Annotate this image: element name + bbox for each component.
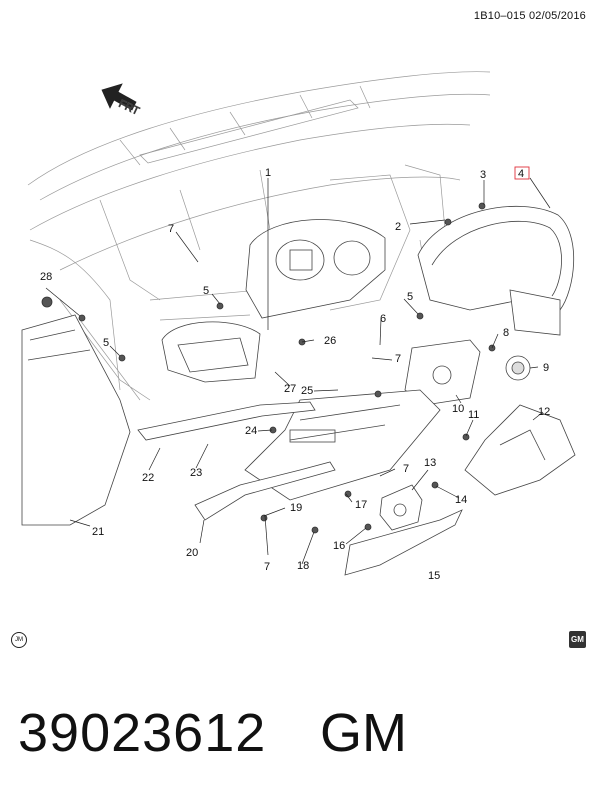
dashboard-frame <box>27 71 491 401</box>
callout-27: 27 <box>284 383 296 395</box>
callout-20: 20 <box>186 547 198 559</box>
callout-23: 23 <box>190 467 202 479</box>
callout-7-top: 7 <box>168 223 174 235</box>
diagram-reference-code: 1B10–015 02/05/2016 <box>473 10 586 22</box>
callout-4-highlight-box <box>514 166 530 180</box>
ignition-switch <box>505 355 531 381</box>
lower-trim-panel <box>344 509 463 576</box>
callout-3: 3 <box>480 169 486 181</box>
callout-1: 1 <box>265 167 271 179</box>
control-bezel <box>161 321 261 383</box>
front-direction-label: FRT <box>117 98 142 118</box>
callout-18: 18 <box>297 560 309 572</box>
callout-13: 13 <box>424 457 436 469</box>
callout-7-center: 7 <box>395 353 401 365</box>
callout-26: 26 <box>324 335 336 347</box>
callout-21: 21 <box>92 526 104 538</box>
brand-name: GM <box>320 703 407 763</box>
cluster-bezel <box>417 205 575 336</box>
knee-bolster-right <box>464 404 576 496</box>
callout-7-bottom: 7 <box>264 561 270 573</box>
callout-25: 25 <box>301 385 313 397</box>
support-bracket <box>137 401 316 441</box>
front-direction-arrow: FRT <box>101 83 142 118</box>
instrument-panel-exploded-diagram: FRT <box>21 71 576 582</box>
lower-bracket <box>194 461 336 521</box>
callout-5-left: 5 <box>203 285 209 297</box>
callout-12: 12 <box>538 406 550 418</box>
switch-module <box>379 484 423 531</box>
callout-6: 6 <box>380 313 386 325</box>
callout-5-far-left: 5 <box>103 337 109 349</box>
callout-17: 17 <box>355 499 367 511</box>
gm-logo-icon: GM <box>569 631 586 648</box>
callout-4: 4 <box>518 168 524 180</box>
callout-22: 22 <box>142 472 154 484</box>
callout-14: 14 <box>455 494 467 506</box>
instrument-cluster <box>245 219 386 319</box>
callout-15: 15 <box>428 570 440 582</box>
leader-lines <box>45 177 551 565</box>
callout-19: 19 <box>290 502 302 514</box>
callout-10: 10 <box>452 403 464 415</box>
callout-7-lower: 7 <box>403 463 409 475</box>
callout-28: 28 <box>40 271 52 283</box>
callout-11: 11 <box>468 409 479 421</box>
center-trim-panel <box>404 339 481 406</box>
callout-labels: 1 2 3 4 5 5 5 6 7 7 7 7 8 9 10 11 12 13 … <box>40 167 550 582</box>
callout-9: 9 <box>543 362 549 374</box>
end-cap-panel <box>21 314 131 526</box>
callout-16: 16 <box>333 540 345 552</box>
callout-5-right: 5 <box>407 291 413 303</box>
part-number: 39023612 <box>18 703 267 763</box>
jm-symbol-icon: JM <box>11 632 27 648</box>
callout-24: 24 <box>245 425 257 437</box>
callout-8: 8 <box>503 327 509 339</box>
callout-2: 2 <box>395 221 401 233</box>
